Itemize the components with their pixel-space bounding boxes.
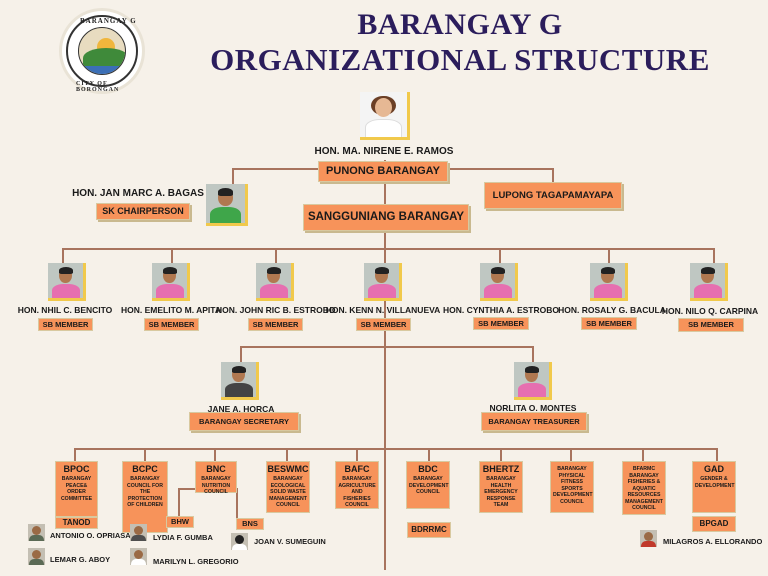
committee-bfarmc: BFARMC BARANGAY FISHERIES & AQUATIC RESO…: [622, 461, 666, 515]
secretary-name: JANE A. HORCA: [207, 404, 275, 414]
member-position-1: SB MEMBER: [38, 318, 93, 331]
page-title-line1: BARANGAY G: [357, 8, 563, 41]
seal-bottom-text: CITY OF BORONGAN: [76, 81, 120, 93]
bcpc-2-name: MARILYN L. GREGORIO: [153, 557, 239, 566]
committees-horizontal-line: [74, 448, 718, 450]
bhw-branch-line: [178, 488, 180, 516]
member-position-5: SB MEMBER: [473, 317, 529, 330]
bcpc-1-name: LYDIA F. GUMBA: [153, 533, 213, 542]
tanod-2-photo: [28, 548, 45, 565]
sk-name: HON. JAN MARC A. BAGAS: [72, 188, 204, 199]
bcpc-2-photo: [130, 548, 147, 565]
tanod-1-photo: [28, 524, 45, 541]
bns-branch-line: [236, 488, 238, 518]
bpgad-box: BPGAD: [692, 516, 736, 532]
lupong-tagapamayapa-box: LUPONG TAGAPAMAYAPA: [484, 182, 622, 209]
member-photo-2: [152, 263, 190, 301]
member-photo-1: [48, 263, 86, 301]
member-name-6: HON. ROSALY G. BACULA: [558, 305, 666, 315]
member-position-4: SB MEMBER: [356, 318, 411, 331]
member-name-1: HON. NHIL C. BENCITO: [17, 305, 113, 315]
member-name-4: HON. KENN N. VILLANUEVA: [325, 305, 441, 315]
member-photo-5: [480, 263, 518, 301]
bns-1-name: JOAN V. SUMEGUIN: [254, 537, 326, 546]
punong-name: HON. MA. NIRENE E. RAMOS: [314, 146, 454, 157]
member-photo-4: [364, 263, 402, 301]
committee-bdc: BDC BARANGAY DEVELOPMENT COUNCIL: [406, 461, 450, 509]
member-position-3: SB MEMBER: [248, 318, 303, 331]
member-position-2: SB MEMBER: [144, 318, 199, 331]
punong-photo: [360, 92, 410, 140]
tanod-2-name: LEMAR G. ABOY: [50, 555, 111, 564]
committee-gad: GAD GENDER & DEVELOPMENT: [692, 461, 736, 513]
gad-1-photo: [640, 530, 657, 547]
sk-chairperson-box: SK CHAIRPERSON: [96, 203, 190, 220]
sangguniang-barangay-box: SANGGUNIANG BARANGAY: [303, 204, 469, 231]
member-name-5: HON. CYNTHIA A. ESTROBO: [442, 305, 559, 315]
treasurer-photo: [514, 362, 552, 400]
member-photo-6: [590, 263, 628, 301]
bdrrmc-box: BDRRMC: [407, 522, 451, 538]
committee-bhertz: BHERTZ BARANGAY HEALTH EMERGENCY RESPONS…: [479, 461, 523, 513]
punong-barangay-box: PUNONG BARANGAY: [318, 161, 448, 182]
staff-horizontal-line: [240, 346, 534, 348]
committee-bafc: BAFC BARANGAY AGRICULTURE AND FISHERIES …: [335, 461, 379, 509]
committee-bcpc: BCPC BARANGAY COUNCIL FOR THE PROTECTION…: [122, 461, 168, 533]
secretary-position: BARANGAY SECRETARY: [189, 412, 299, 431]
sk-photo: [206, 184, 248, 226]
committee-bpoc: BPOC BARANGAY PEACE& ORDER COMMITTEE: [55, 461, 98, 517]
treasurer-position: BARANGAY TREASURER: [481, 412, 587, 431]
committee-beswmc: BESWMC BARANGAY ECOLOGICAL SOLID WASTE M…: [266, 461, 310, 513]
committee-bnc: BNC BARANGAY NUTRITION COUNCIL: [195, 461, 237, 495]
members-horizontal-line: [62, 248, 714, 250]
member-name-3: HON. JOHN RIC B. ESTROBO: [216, 305, 336, 315]
committee-sports: BARANGAY PHYSICAL FITNESS SPORTS DEVELOP…: [550, 461, 594, 513]
bhw-box: BHW: [166, 516, 194, 528]
member-name-2: HON. EMELITO M. APITA: [121, 305, 221, 315]
member-name-7: HON. NILO Q. CARPINA: [661, 306, 759, 316]
member-photo-3: [256, 263, 294, 301]
seal-top-text: BARANGAY G: [80, 17, 137, 25]
member-position-7: SB MEMBER: [678, 318, 744, 332]
member-position-6: SB MEMBER: [581, 317, 637, 330]
member-photo-7: [690, 263, 728, 301]
bcpc-1-photo: [130, 524, 147, 541]
gad-1-name: MILAGROS A. ELLORANDO: [663, 537, 763, 546]
bns-1-photo: [231, 533, 248, 550]
tanod-box: TANOD: [55, 517, 98, 529]
main-trunk-line: [384, 160, 386, 570]
page-title-line2: ORGANIZATIONAL STRUCTURE: [210, 42, 710, 77]
barangay-seal: BARANGAY G CITY OF BORONGAN: [59, 8, 145, 94]
secretary-photo: [221, 362, 259, 400]
lupong-branch-line: [552, 168, 554, 182]
bns-box: BNS: [236, 518, 264, 530]
tanod-1-name: ANTONIO O. OPRIASA: [50, 531, 131, 540]
sk-branch-line: [232, 168, 234, 190]
treasurer-name: NORLITA O. MONTES: [489, 403, 577, 413]
